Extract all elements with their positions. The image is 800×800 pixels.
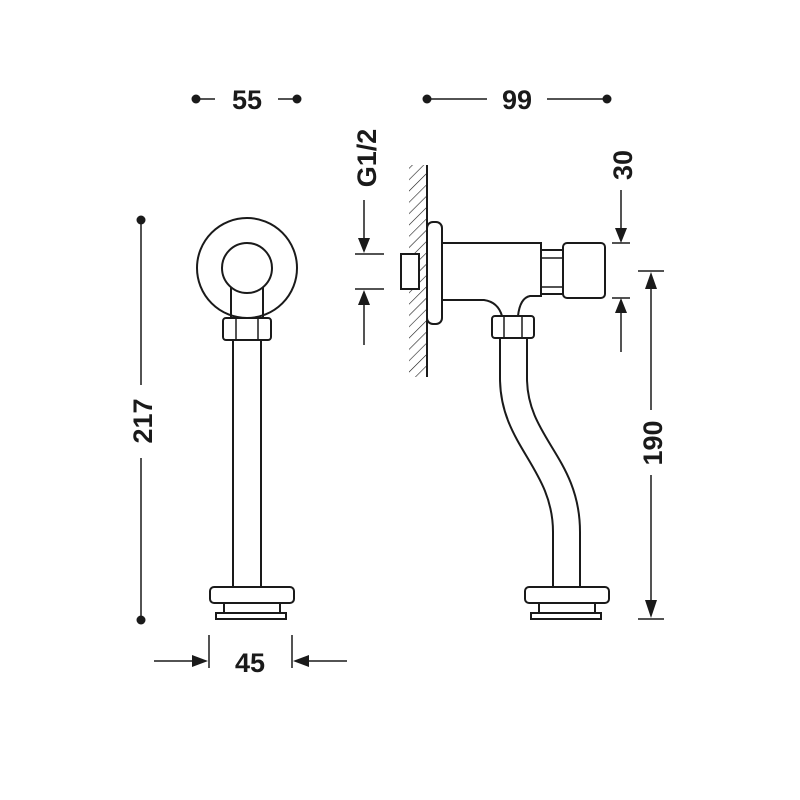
wall-flange xyxy=(426,221,443,325)
dimension-30: 30 xyxy=(608,150,638,352)
side-hex-nut xyxy=(491,315,535,339)
dimension-thread-label: G1/2 xyxy=(352,129,382,188)
front-pipe xyxy=(232,339,262,588)
front-view xyxy=(196,217,298,620)
side-base xyxy=(524,586,610,620)
dimension-45: 45 xyxy=(154,635,347,678)
dimension-217-label: 217 xyxy=(128,398,158,443)
dimension-30-label: 30 xyxy=(608,150,638,180)
dimension-190-label: 190 xyxy=(638,420,668,465)
push-button xyxy=(562,242,606,299)
front-escutcheon-inner xyxy=(221,242,273,294)
dimension-99-label: 99 xyxy=(502,85,532,115)
side-view xyxy=(400,165,610,620)
dimension-99: 99 xyxy=(422,85,612,115)
dimension-217: 217 xyxy=(128,215,158,625)
inlet-stub xyxy=(400,253,420,290)
dimension-thread: G1/2 xyxy=(352,129,384,345)
front-base xyxy=(209,586,295,620)
dimension-190: 190 xyxy=(638,270,668,620)
button-collar xyxy=(540,249,564,295)
dimension-45-label: 45 xyxy=(235,648,265,678)
side-curved-pipe xyxy=(499,337,581,588)
dimension-55: 55 xyxy=(191,85,302,115)
dimension-55-label: 55 xyxy=(232,85,262,115)
front-hex-nut xyxy=(222,317,272,341)
valve-body xyxy=(441,242,542,317)
